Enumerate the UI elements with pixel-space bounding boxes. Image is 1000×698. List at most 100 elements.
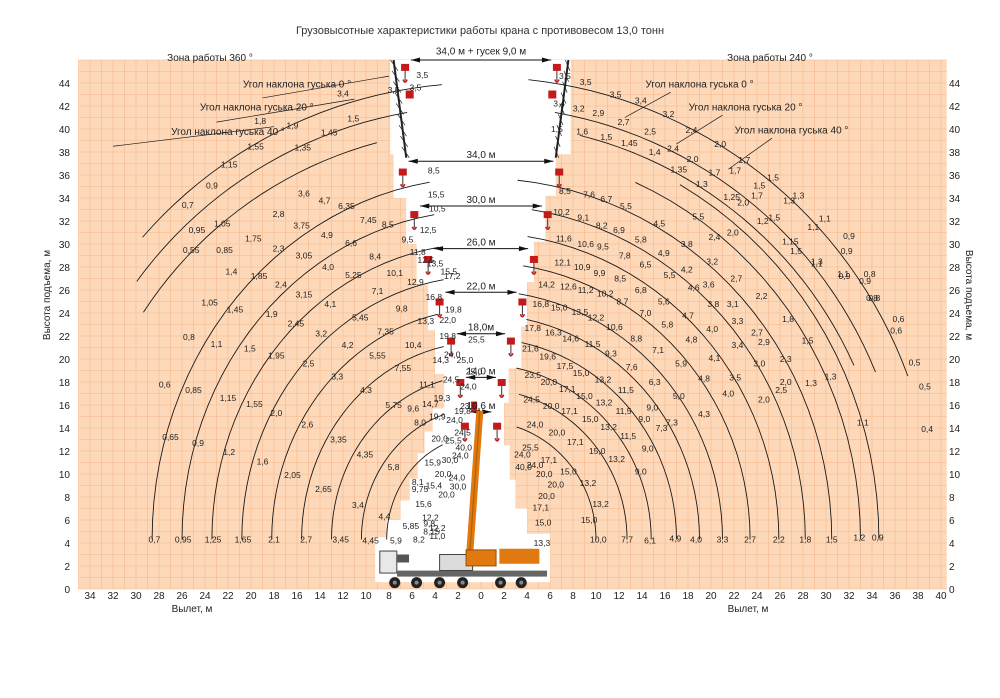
hook-icon: [411, 226, 418, 231]
capacity-value-label: 2,7: [300, 535, 312, 545]
jib-tip-block: [548, 90, 557, 99]
capacity-value-label: 1,1: [211, 339, 223, 349]
capacity-value-label: 5,25: [345, 270, 362, 280]
jib-lattice: [398, 124, 407, 137]
x-tick-label: 8: [386, 591, 392, 602]
capacity-value-label: 1,2: [223, 447, 235, 457]
capacity-value-label: 10,4: [405, 340, 422, 350]
capacity-value-label: 17,1: [541, 455, 558, 465]
capacity-value-label: 3,3: [732, 316, 744, 326]
capacity-value-label: 3,05: [296, 251, 313, 261]
y-tick-label-right: 38: [949, 148, 961, 159]
capacity-value-label: 24,5: [443, 375, 460, 385]
capacity-value-label: 20,0: [435, 469, 452, 479]
capacity-value-label: 4,7: [682, 310, 694, 320]
capacity-value-label: 1,9: [266, 309, 278, 319]
curve-right-10: [635, 182, 861, 540]
capacity-value-label: 8,1: [412, 477, 424, 487]
capacity-value-label: 1,05: [201, 298, 218, 308]
capacity-value-label: 8,5: [428, 165, 440, 175]
capacity-value-label: 0,95: [189, 225, 206, 235]
capacity-value-label: 3,4: [352, 500, 364, 510]
capacity-value-label: 12,2: [588, 313, 605, 323]
curve-right-9: [517, 179, 833, 540]
capacity-value-label: 1,6: [257, 456, 269, 466]
capacity-value-label: 15,0: [573, 368, 590, 378]
y-tick-label-left: 24: [59, 309, 71, 320]
curve-left-8: [386, 444, 443, 540]
capacity-value-label: 0,85: [216, 245, 233, 255]
capacity-value-label: 3,6: [703, 279, 715, 289]
arrow-head: [466, 374, 476, 380]
boom-length-label: 26,0 м: [466, 238, 495, 249]
capacity-value-label: 0,5: [909, 357, 921, 367]
capacity-value-label: 3,45: [332, 535, 349, 545]
capacity-value-label: 10,6: [606, 322, 623, 332]
x-tick-label: 10: [360, 591, 372, 602]
capacity-value-label: 5,8: [388, 462, 400, 472]
y-tick-label-left: 34: [59, 194, 71, 205]
capacity-value-label: 11,6: [556, 233, 572, 243]
capacity-value-label: 0,85: [185, 385, 202, 395]
capacity-value-label: 2,0: [687, 154, 699, 164]
capacity-value-label: 21,6: [522, 344, 539, 354]
main-boom-edge: [468, 410, 481, 557]
capacity-value-label: 15,0: [551, 302, 568, 312]
capacity-value-label: 4,2: [342, 340, 354, 350]
boom-head-block: [398, 168, 407, 176]
capacity-value-label: 9,1: [577, 213, 589, 223]
arrow-head: [482, 409, 492, 415]
capacity-value-label: 8,5: [559, 186, 571, 196]
boom-head-block: [424, 255, 433, 263]
capacity-value-label: 13,2: [592, 499, 609, 509]
capacity-value-label: 1,8: [782, 314, 794, 324]
capacity-value-label: 1,45: [321, 127, 338, 137]
capacity-value-label: 24,5: [454, 428, 471, 438]
capacity-value-label: 2,0: [727, 228, 739, 238]
curve-left-7: [360, 414, 445, 540]
jib-lattice: [559, 103, 565, 115]
arrow-head: [541, 57, 552, 63]
hook-icon: [402, 79, 408, 83]
capacity-value-label: 15,0: [582, 414, 599, 424]
capacity-value-label: 4,3: [698, 409, 710, 419]
capacity-value-label: 10,0: [590, 535, 607, 545]
capacity-value-label: 1,5: [826, 535, 838, 545]
boom-head-block: [529, 255, 538, 263]
jib-angle-label-right: Угол наклона гуська 20 °: [689, 103, 803, 114]
boom-length-label: 30,0 м: [466, 195, 495, 206]
y-tick-label-left: 30: [59, 240, 71, 251]
boom-length-label: 34,0 м: [466, 150, 495, 161]
capacity-value-label: 15,4: [426, 481, 443, 491]
y-tick-label-left: 42: [59, 102, 71, 113]
capacity-value-label: 1,85: [251, 271, 268, 281]
capacity-value-label: 1,25: [723, 192, 740, 202]
capacity-value-label: 15,0: [589, 446, 606, 456]
x-tick-label: 40: [935, 591, 947, 602]
y-tick-label-right: 30: [949, 240, 961, 251]
capacity-value-label: 2,05: [284, 470, 301, 480]
capacity-value-label: 4,0: [722, 389, 734, 399]
capacity-value-label: 1,3: [696, 179, 708, 189]
capacity-value-label: 8,2: [596, 221, 608, 231]
capacity-value-label: 9,6: [407, 403, 419, 413]
capacity-value-label: 1,1: [837, 269, 849, 279]
capacity-value-label: 5,45: [352, 313, 369, 323]
capacity-value-label: 2,0: [714, 139, 726, 149]
y-tick-label-left: 44: [59, 79, 71, 90]
capacity-value-label: 5,6: [658, 297, 670, 307]
capacity-value-label: 1,55: [246, 399, 263, 409]
jib-lattice: [556, 125, 562, 137]
x-tick-label: 12: [613, 591, 625, 602]
jib-lattice: [560, 92, 567, 104]
capacity-value-label: 3,3: [717, 535, 729, 545]
capacity-value-label: 5,8: [635, 234, 647, 244]
boom-length-label: 34,0 м + гусек 9,0 м: [436, 47, 526, 58]
curve-left-0: [151, 181, 430, 540]
hook-icon: [554, 79, 560, 83]
jib-curve-0: [142, 84, 442, 238]
capacity-value-label: 1,45: [621, 138, 638, 148]
capacity-value-label: 1,7: [738, 155, 750, 165]
capacity-value-label: 3,3: [331, 371, 343, 381]
